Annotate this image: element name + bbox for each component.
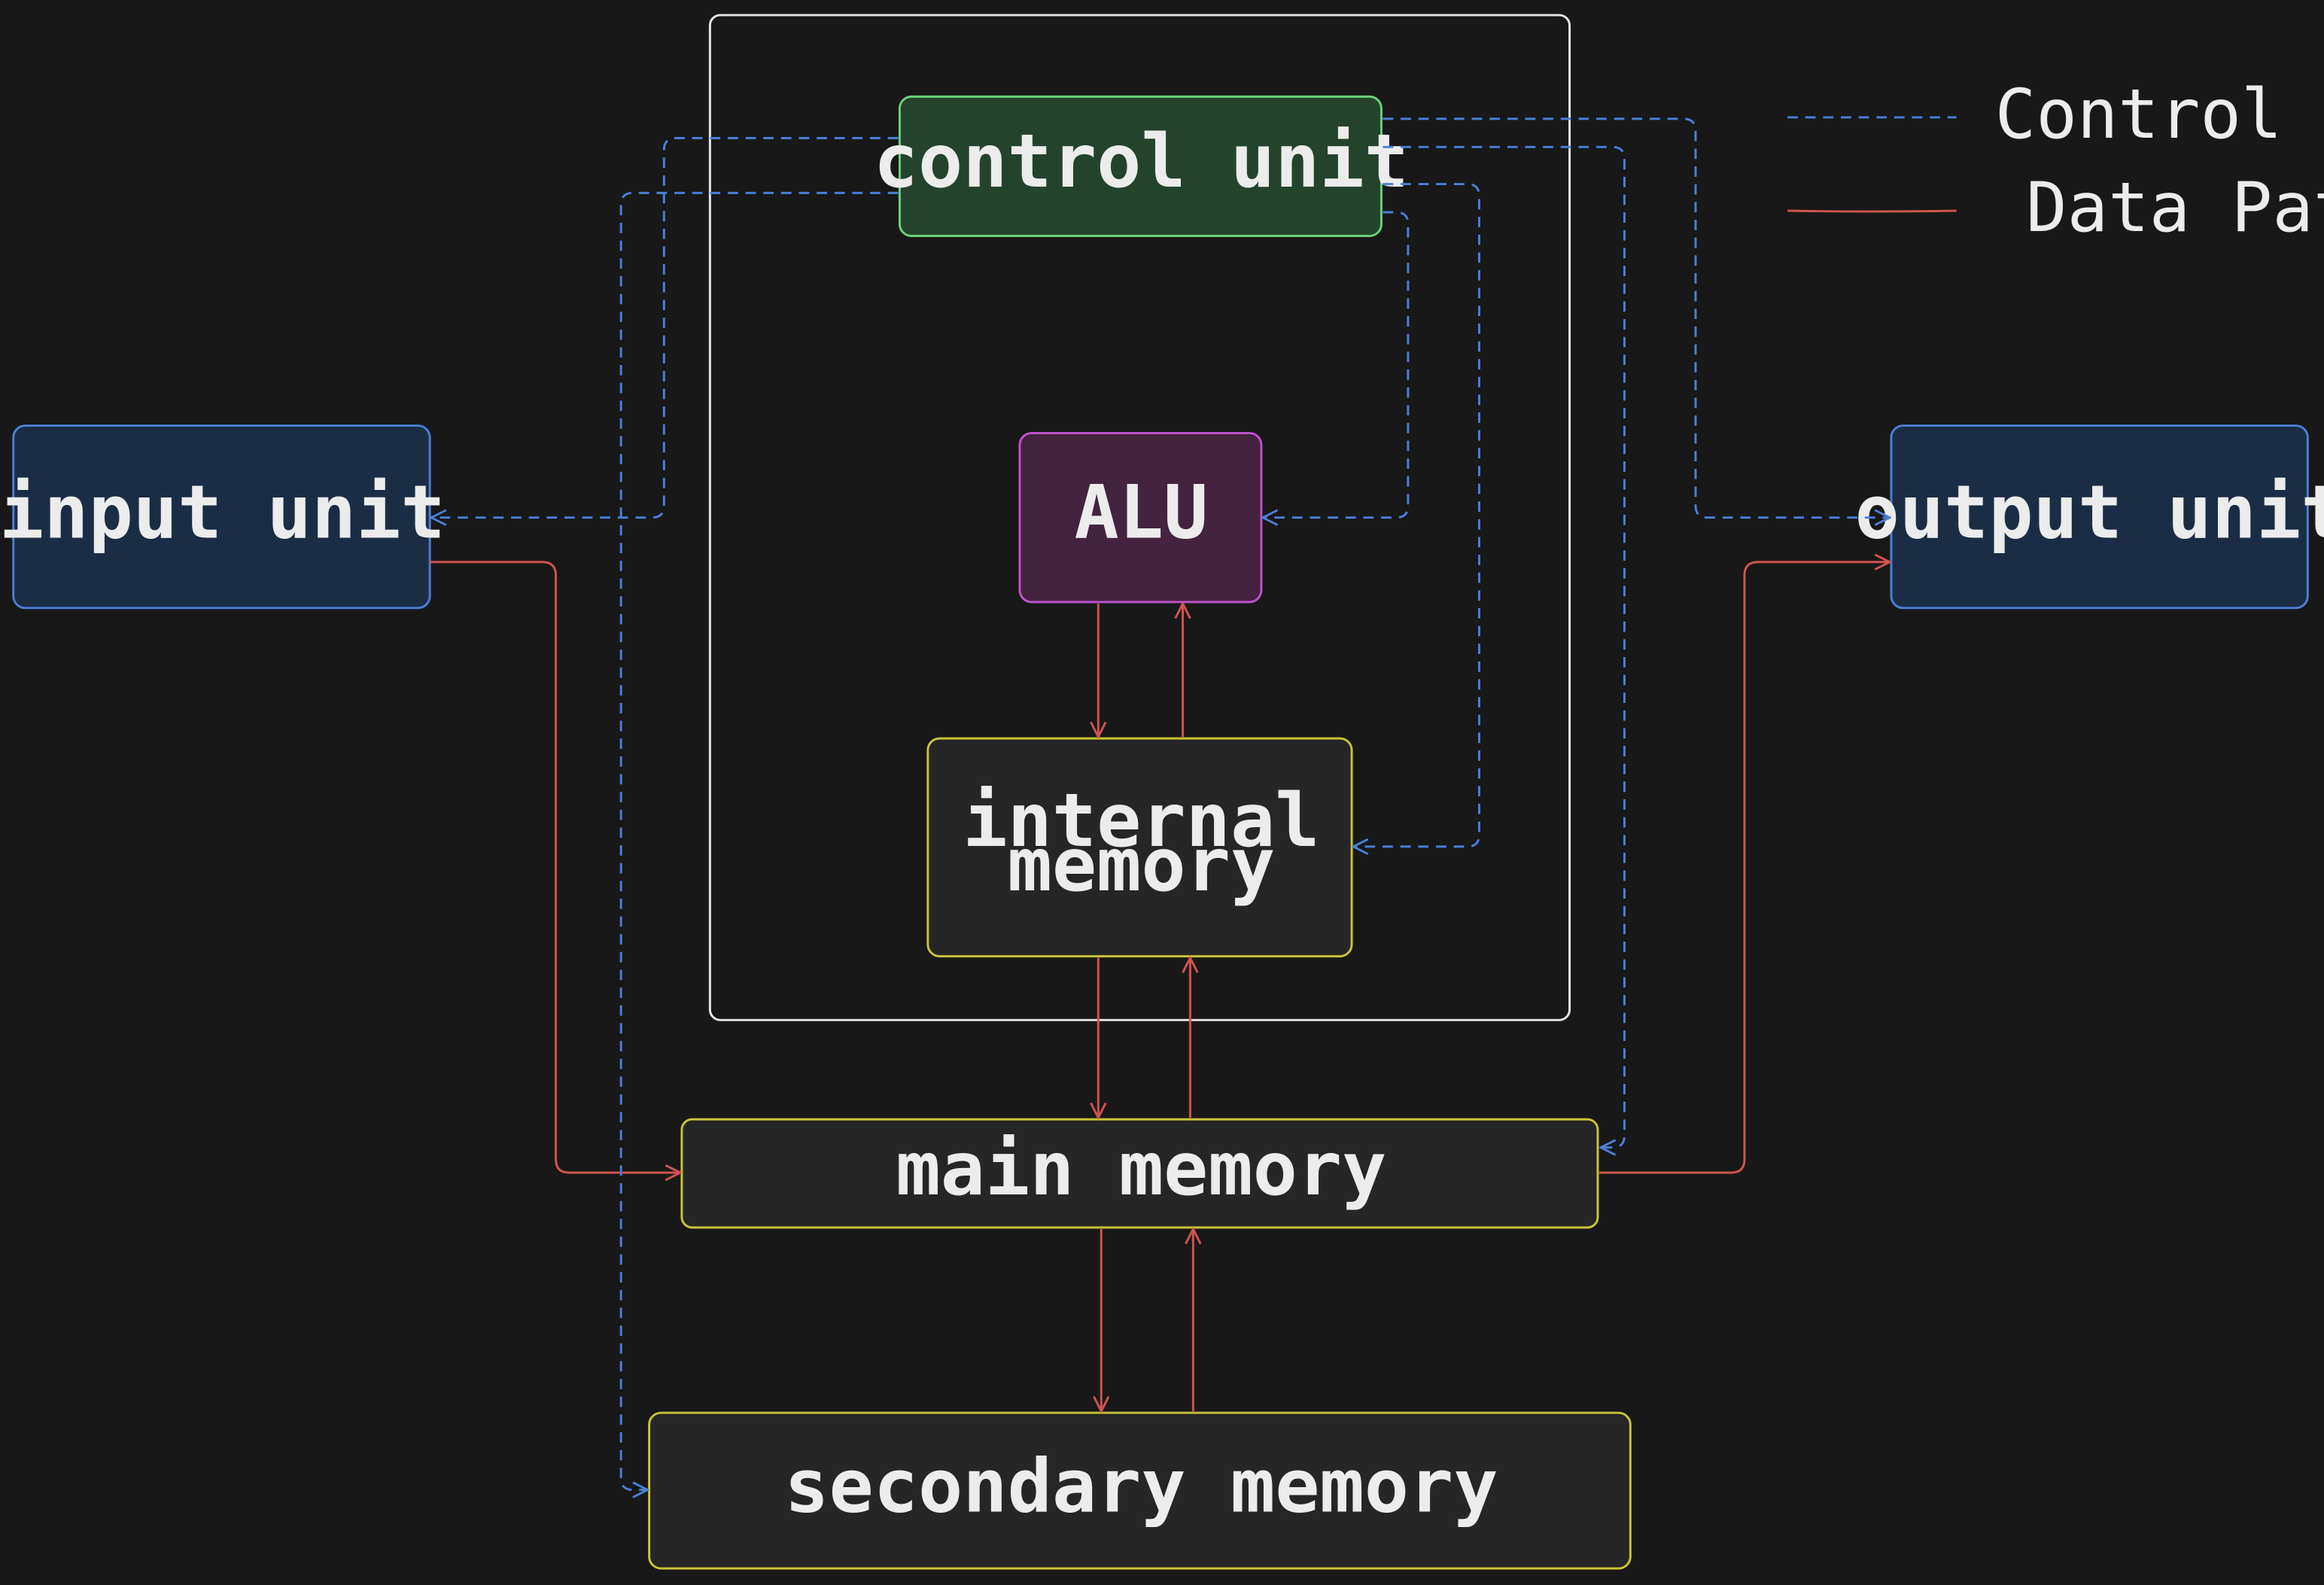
output-unit-node: output unit xyxy=(1855,424,2324,610)
main-memory-node: main memory xyxy=(680,1118,1599,1229)
control-path-to-input-unit xyxy=(431,137,899,518)
output-unit-label: output unit xyxy=(1855,470,2324,556)
cpu-frame xyxy=(708,14,1571,1021)
control-path-to-secondary-memory xyxy=(619,191,899,1489)
legend-control-path-label: Control Path xyxy=(1995,75,2324,154)
internal-memory-label-line1: internal xyxy=(963,778,1319,864)
data-path-input-to-main-memory xyxy=(430,561,680,1173)
control-path-to-output-unit xyxy=(1383,117,1890,518)
data-path-main-memory-to-output xyxy=(1599,562,1890,1174)
alu-label: ALU xyxy=(1075,470,1209,556)
secondary-memory-label: secondary memory xyxy=(784,1444,1498,1529)
main-memory-label: main memory xyxy=(896,1127,1386,1212)
control-path-to-main-memory xyxy=(1383,145,1626,1147)
legend: Control Path Data Path xyxy=(1787,75,2324,248)
internal-memory-label-line2: memory xyxy=(1008,823,1276,908)
control-unit-node: control unit xyxy=(874,95,1409,237)
input-unit-label: input unit xyxy=(0,470,446,556)
control-path-to-internal-memory xyxy=(1353,183,1480,847)
internal-memory-node: internal memory xyxy=(926,737,1353,958)
input-unit-node: input unit xyxy=(0,424,446,610)
control-unit-label: control unit xyxy=(874,119,1409,205)
control-path-to-alu xyxy=(1263,211,1410,518)
alu-node: ALU xyxy=(1018,431,1263,604)
legend-data-path-label: Data Path xyxy=(2026,169,2324,248)
secondary-memory-node: secondary memory xyxy=(648,1411,1632,1570)
